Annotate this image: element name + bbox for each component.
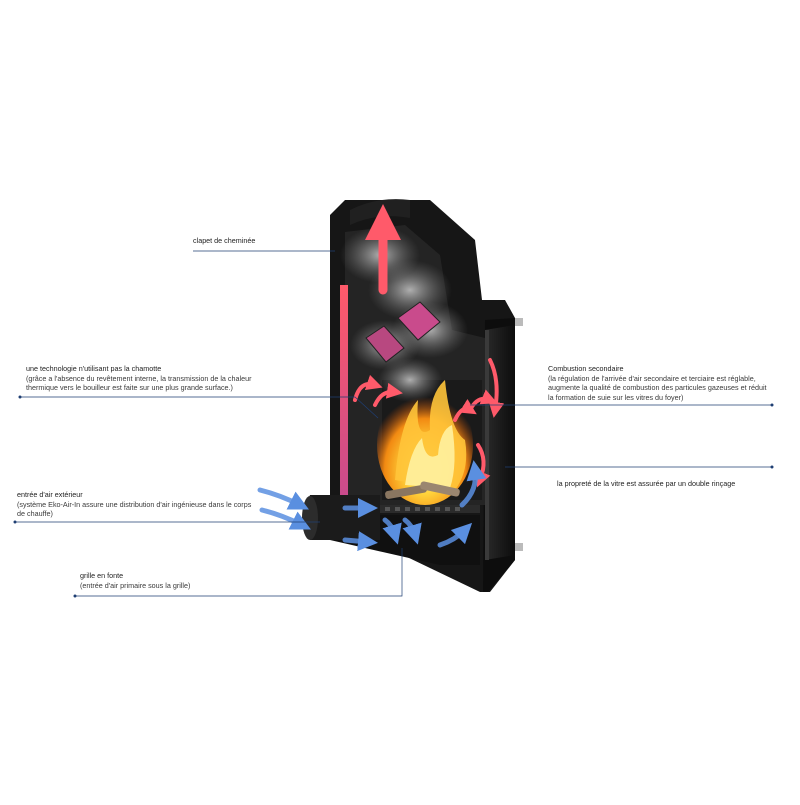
- label-air-exterieur-sub: (système Eko-Air-In assure une distribut…: [17, 499, 252, 519]
- label-clapet: clapet de cheminée: [193, 236, 255, 246]
- label-combustion-title: Combustion secondaire: [548, 364, 624, 373]
- label-combustion: Combustion secondaire (la régulation de …: [548, 364, 773, 402]
- fire: [377, 380, 473, 505]
- logs: [385, 481, 460, 499]
- leader-lines: [15, 250, 772, 597]
- label-grille-title: grille en fonte: [80, 571, 124, 580]
- label-chamotte-sub: (grâce a l'absence du revêtement interne…: [26, 373, 252, 393]
- label-proprete: la propreté de la vitre est assurée par …: [557, 479, 782, 489]
- cold-air-arrows: [257, 460, 487, 552]
- label-proprete-title: la propreté de la vitre est assurée par …: [557, 479, 736, 488]
- label-clapet-title: clapet de cheminée: [193, 236, 256, 245]
- connector-bottom: [515, 543, 523, 551]
- leader-dots: [13, 395, 774, 598]
- label-chamotte: une technologie n'utilisant pas la chamo…: [26, 364, 276, 393]
- air-inlet-pipe: [302, 495, 380, 540]
- label-air-exterieur-title: entrée d'air extérieur: [17, 490, 83, 499]
- heat-exchanger-wall: [340, 285, 348, 495]
- connector-top: [515, 318, 523, 326]
- label-grille-sub: (entrée d'air primaire sous la grille): [80, 580, 191, 590]
- label-chamotte-title: une technologie n'utilisant pas la chamo…: [26, 364, 162, 373]
- grate: [380, 505, 480, 513]
- glass-door: [485, 325, 515, 560]
- label-grille: grille en fonte (entrée d'air primaire s…: [80, 571, 250, 590]
- baffle-plates: [365, 301, 441, 363]
- label-combustion-sub: (la régulation de l'arrivée d'air second…: [548, 373, 767, 402]
- label-air-exterieur: entrée d'air extérieur (système Eko-Air-…: [17, 490, 257, 519]
